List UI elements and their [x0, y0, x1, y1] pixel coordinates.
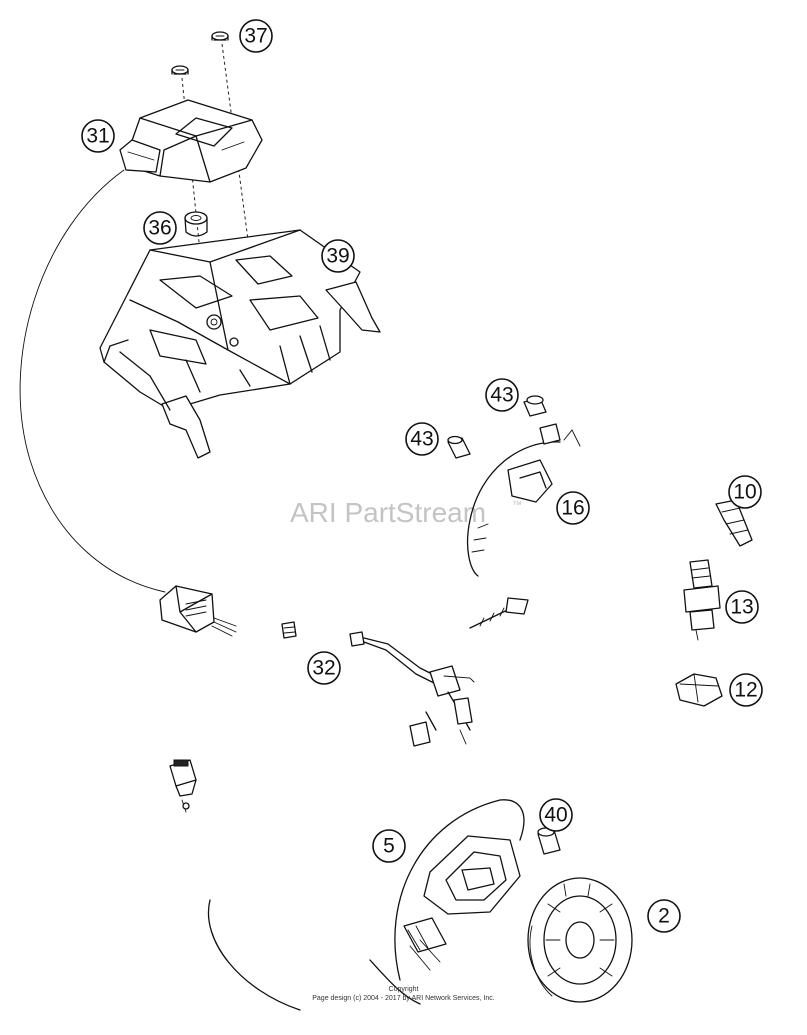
bolt-part-43b — [447, 435, 471, 459]
plug-cap-part-12 — [675, 673, 723, 707]
callout-31: 31 — [81, 119, 115, 153]
svg-text:31: 31 — [86, 125, 109, 148]
callout-13: 13 — [725, 590, 759, 624]
svg-text:10: 10 — [733, 481, 756, 504]
callout-40: 40 — [539, 798, 573, 832]
switch-part — [169, 759, 197, 813]
svg-text:43: 43 — [490, 384, 513, 407]
svg-text:13: 13 — [730, 596, 753, 619]
spark-plug-part-13 — [683, 559, 721, 641]
svg-text:43: 43 — [410, 428, 433, 451]
svg-text:16: 16 — [561, 497, 584, 520]
copyright-label: Copyright — [388, 986, 419, 993]
bracket-part-39 — [99, 229, 381, 459]
wire-harness-arc — [19, 169, 166, 593]
harness-part-32 — [349, 631, 475, 747]
stator-part-5 — [207, 799, 525, 1011]
callout-36: 36 — [143, 211, 177, 245]
flywheel-part-2 — [527, 877, 633, 1003]
callout-10: 10 — [728, 475, 762, 509]
callout-5: 5 — [372, 829, 406, 863]
callout-16: 16 — [556, 491, 590, 525]
grommet-part-36 — [184, 211, 208, 237]
callout-12: 12 — [729, 673, 763, 707]
nut-part-40 — [537, 827, 561, 855]
svg-text:37: 37 — [244, 25, 267, 48]
svg-text:40: 40 — [544, 804, 567, 827]
connector-plug — [159, 585, 237, 637]
bolt-part-43a — [523, 395, 547, 417]
svg-text:2: 2 — [658, 905, 670, 928]
svg-text:39: 39 — [326, 245, 349, 268]
svg-text:36: 36 — [148, 217, 171, 240]
callout-37: 37 — [239, 19, 273, 53]
copyright-notice: Page design (c) 2004 - 2017 by ARI Netwo… — [312, 995, 495, 1002]
cover-part-31 — [119, 99, 263, 183]
watermark-text: ARI PartStream — [290, 497, 486, 528]
callout-43b: 43 — [405, 422, 439, 456]
svg-text:5: 5 — [383, 835, 395, 858]
watermark-trademark: ™ — [512, 500, 522, 511]
callout-32: 32 — [307, 651, 341, 685]
svg-text:32: 32 — [312, 657, 335, 680]
callout-43a: 43 — [485, 378, 519, 412]
callout-2: 2 — [647, 899, 681, 933]
callout-39: 39 — [321, 239, 355, 273]
svg-text:12: 12 — [734, 679, 757, 702]
small-clip-part — [281, 621, 297, 639]
screw-part-37 — [211, 31, 253, 271]
screw-diagonal — [469, 597, 529, 629]
sensor-part-16 — [466, 423, 581, 577]
